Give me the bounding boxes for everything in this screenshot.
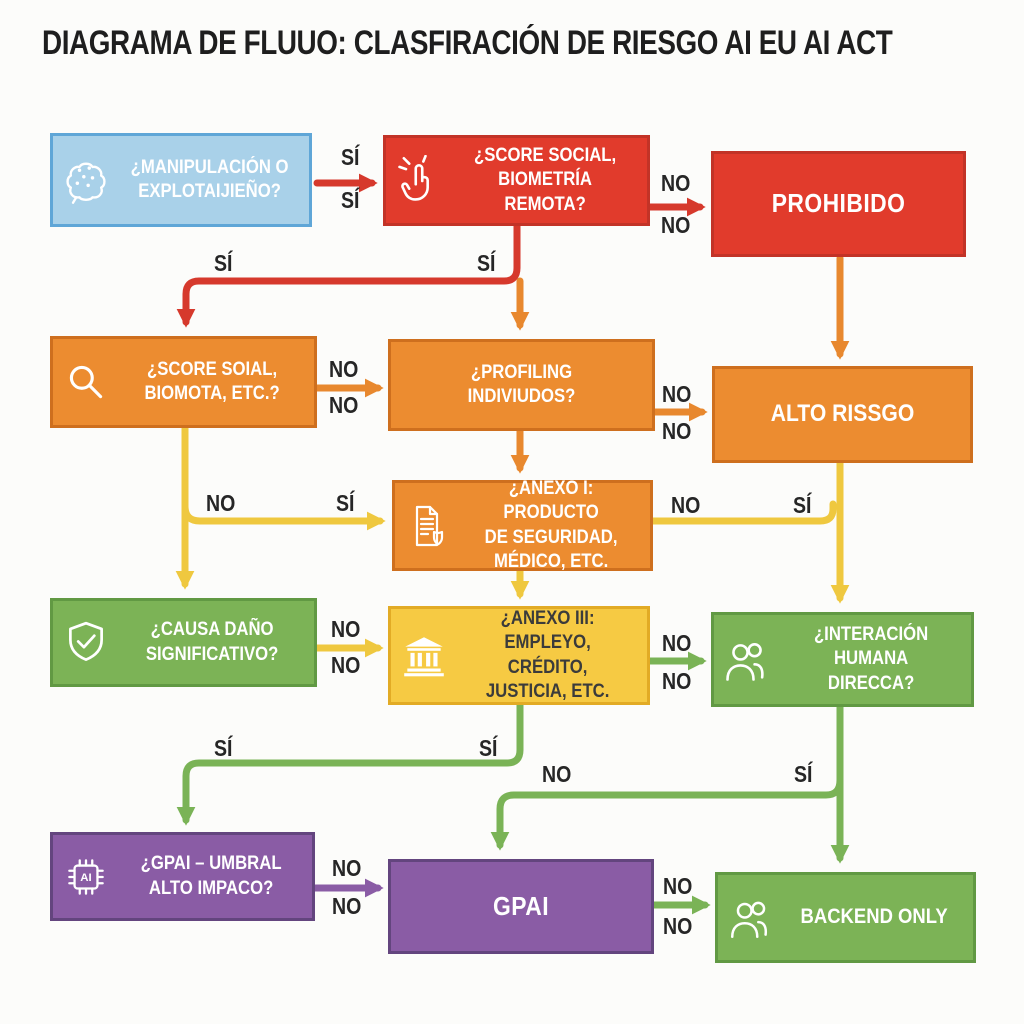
edge-label: NO [661, 170, 691, 196]
edge-label: SÍ [793, 492, 812, 518]
edge-label: NO [661, 212, 691, 238]
edge-label: SÍ [794, 761, 813, 787]
connector-interaccion-gpai-branch [490, 776, 844, 851]
edge-label: NO [331, 616, 361, 642]
search-icon [53, 357, 119, 407]
node-anexo3: ¿ANEXO III: EMPLEYO, CRÉDITO, JUSTICIA, … [388, 606, 650, 705]
svg-text:AI: AI [80, 872, 91, 884]
node-label: PROHIBIDO [771, 188, 906, 219]
node-label: ¿ANEXO III: EMPLEYO, CRÉDITO, JUSTICIA, … [485, 607, 610, 702]
edge-label: NO [662, 418, 692, 444]
node-score-soial: ¿SCORE SOIAL, BIOMOTA, ETC.? [50, 336, 317, 428]
node-label: ¿CAUSA DAÑO SIGNIFICATIVO? [145, 619, 279, 665]
node-gpai: GPAI [388, 859, 654, 954]
node-anexo1: ¿ANEXO I: PRODUCTO DE SEGURIDAD, MÉDICO,… [392, 477, 653, 572]
edge-label: NO [329, 392, 359, 418]
edge-label: NO [331, 652, 361, 678]
edge-label: SÍ [336, 490, 355, 516]
node-interaccion: ¿INTERACIÓN HUMANA DIRECCA? [711, 612, 974, 707]
edge-label: SÍ [214, 735, 233, 761]
ai-chip-icon: AI [53, 852, 119, 902]
people-icon [718, 893, 784, 943]
node-profiling: ¿PROFILING INDIVIUDOS? [388, 339, 655, 431]
edge-label: SÍ [214, 250, 233, 276]
edge-label: NO [329, 356, 359, 382]
edge-label: NO [332, 893, 362, 919]
node-label: ¿ANEXO I: PRODUCTO DE SEGURIDAD, MÉDICO,… [484, 477, 618, 572]
node-label: ¿SCORE SOIAL, BIOMOTA, ETC.? [144, 358, 280, 404]
node-label: ¿GPAI – UMBRAL ALTO IMPACO? [140, 853, 282, 899]
node-causa-dano: ¿CAUSA DAÑO SIGNIFICATIVO? [50, 598, 317, 687]
node-backend-only: BACKEND ONLY [715, 872, 976, 963]
shield-check-icon [53, 618, 119, 668]
edge-label: NO [663, 913, 693, 939]
edge-label: NO [542, 761, 572, 787]
node-label: ¿INTERACIÓN HUMANA DIRECCA? [813, 624, 929, 694]
edge-label: NO [332, 855, 362, 881]
brain-icon [53, 154, 119, 206]
node-label: ¿SCORE SOCIAL, BIOMETRÍA REMOTA? [474, 145, 617, 215]
node-manipulacion: ¿MANIPULACIÓN O EXPLOTAIJIEÑO? [50, 133, 312, 227]
people-icon [714, 634, 780, 686]
doc-shield-icon [395, 502, 461, 550]
edge-label: NO [662, 630, 692, 656]
edge-label: NO [662, 381, 692, 407]
edge-label: SÍ [341, 187, 360, 213]
node-label: GPAI [492, 890, 549, 921]
node-label: ALTO RISSGO [770, 400, 915, 428]
node-label: ¿PROFILING INDIVIUDOS? [467, 361, 576, 407]
connector-anexo3-si-curve [176, 701, 524, 826]
node-label: BACKEND ONLY [800, 905, 948, 929]
edge-label: NO [663, 873, 693, 899]
node-score-social: ¿SCORE SOCIAL, BIOMETRÍA REMOTA? [383, 135, 650, 226]
node-alto-riesgo: ALTO RISSGO [712, 366, 973, 463]
click-icon [386, 154, 452, 207]
page-title: DIAGRAMA DE FLUUO: CLASFIRACIÓN DE RIESG… [42, 24, 893, 62]
bank-icon [391, 631, 457, 681]
edge-label: NO [671, 492, 701, 518]
edge-label: SÍ [477, 250, 496, 276]
edge-label: NO [662, 668, 692, 694]
edge-label: NO [206, 490, 236, 516]
node-label: ¿MANIPULACIÓN O EXPLOTAIJIEÑO? [130, 156, 289, 202]
connector-score-si-curve [176, 221, 521, 328]
node-gpai-umbral: AI ¿GPAI – UMBRAL ALTO IMPACO? [50, 832, 315, 921]
node-prohibido: PROHIBIDO [711, 151, 966, 257]
edge-label: SÍ [479, 735, 498, 761]
edge-label: SÍ [341, 144, 360, 170]
